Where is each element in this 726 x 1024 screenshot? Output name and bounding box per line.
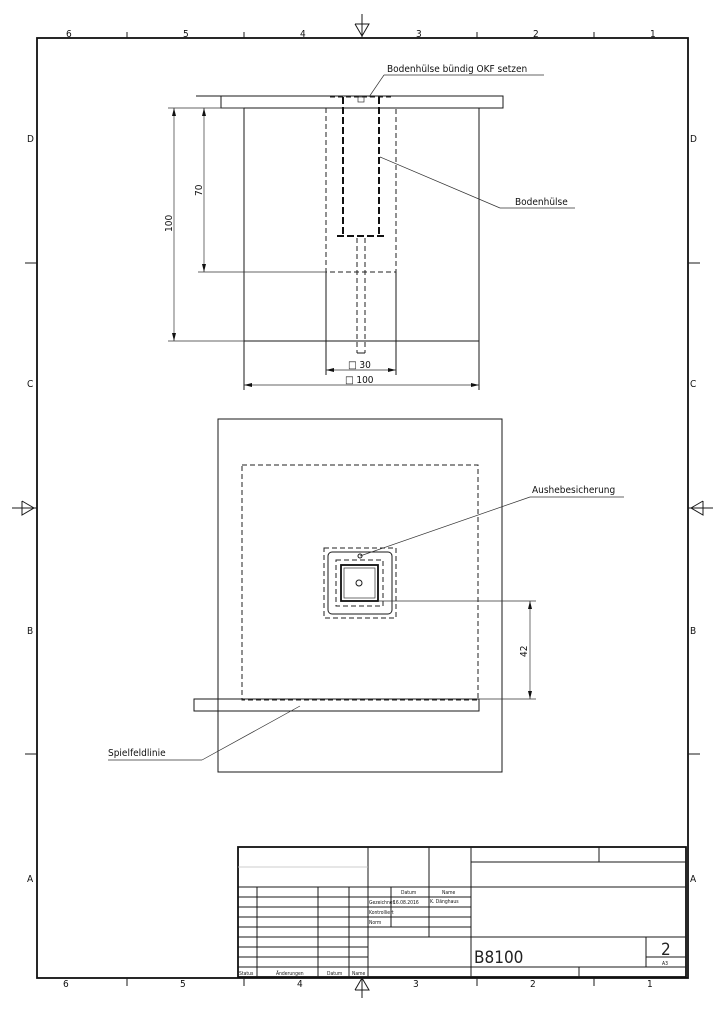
column-label: 5 [180, 979, 186, 990]
label-sleeve-flush: Bodenhülse bündig OKF setzen [387, 64, 527, 75]
column-label: 3 [416, 29, 422, 40]
column-label: 1 [650, 29, 656, 40]
column-label: 2 [533, 29, 539, 40]
column-label: 4 [300, 29, 306, 40]
paper-format: A3 [662, 961, 668, 967]
column-label: 5 [183, 29, 189, 40]
row-norm: Norm [369, 920, 381, 926]
row-gezeichnet: Gezeichnet [369, 900, 395, 906]
recess [325, 108, 397, 273]
dimension-lines [168, 107, 479, 386]
rev-name: Name [352, 971, 366, 977]
drawn-by: K. Dänghaus [430, 899, 459, 905]
header-name: Name [442, 890, 456, 896]
floor-sleeve [337, 97, 385, 237]
dim-offset: 42 [519, 646, 530, 657]
recess-outline [241, 464, 479, 701]
label-field-line: Spielfeldlinie [108, 748, 166, 759]
row-label: C [690, 379, 696, 390]
column-label: 6 [63, 979, 69, 990]
front-view: 100 70 □ 30 □ 100 Bodenhülse bündig OKF … [164, 64, 575, 390]
column-label: 1 [647, 979, 653, 990]
dim-height-sleeve: 70 [194, 184, 205, 196]
column-label: 2 [530, 979, 536, 990]
row-label: D [690, 134, 697, 145]
drawn-date: 16.08.2016 [393, 900, 419, 906]
rev-date: Datum [327, 971, 342, 977]
label-lift-lock: Aushebesicherung [532, 485, 615, 496]
label-sleeve: Bodenhülse [515, 197, 568, 208]
anchor-rod [356, 238, 366, 353]
centering-mark-right [688, 500, 713, 516]
drawing-frame: 6 5 4 3 2 1 6 5 4 3 2 1 D C B A D C B A [12, 14, 713, 998]
row-label: B [27, 626, 33, 637]
rev-changes: Änderungen [276, 970, 304, 977]
row-label: A [690, 874, 697, 885]
dim-width-outer: □ 100 [345, 375, 374, 386]
foundation-outline [217, 418, 503, 773]
center-hole [355, 579, 363, 587]
drawing-number: B8100 [474, 948, 523, 968]
row-label: D [27, 134, 34, 145]
column-label: 6 [66, 29, 72, 40]
lift-lock [357, 553, 363, 559]
title-block: Datum Name Gezeichnet Kontrolliert Norm … [237, 846, 687, 978]
row-label: A [27, 874, 34, 885]
column-label: 4 [297, 979, 303, 990]
centering-mark-bottom [354, 977, 370, 998]
header-datum: Datum [401, 890, 416, 896]
column-label: 3 [413, 979, 419, 990]
row-label: B [690, 626, 696, 637]
centering-mark-left [12, 500, 37, 516]
dim-width-inner: □ 30 [348, 360, 371, 371]
rev-status: Status [239, 971, 254, 977]
dim-height-total: 100 [164, 215, 175, 232]
top-view: Aushebesicherung 42 Spielfeldlinie [108, 418, 624, 773]
row-label: C [27, 379, 33, 390]
floor-sleeve-square [340, 564, 379, 602]
sheet-number: 2 [661, 940, 671, 960]
foundation-block [243, 107, 480, 342]
field-line-plate [193, 698, 480, 712]
row-kontrolliert: Kontrolliert [369, 910, 394, 916]
centering-mark-top [354, 14, 370, 38]
